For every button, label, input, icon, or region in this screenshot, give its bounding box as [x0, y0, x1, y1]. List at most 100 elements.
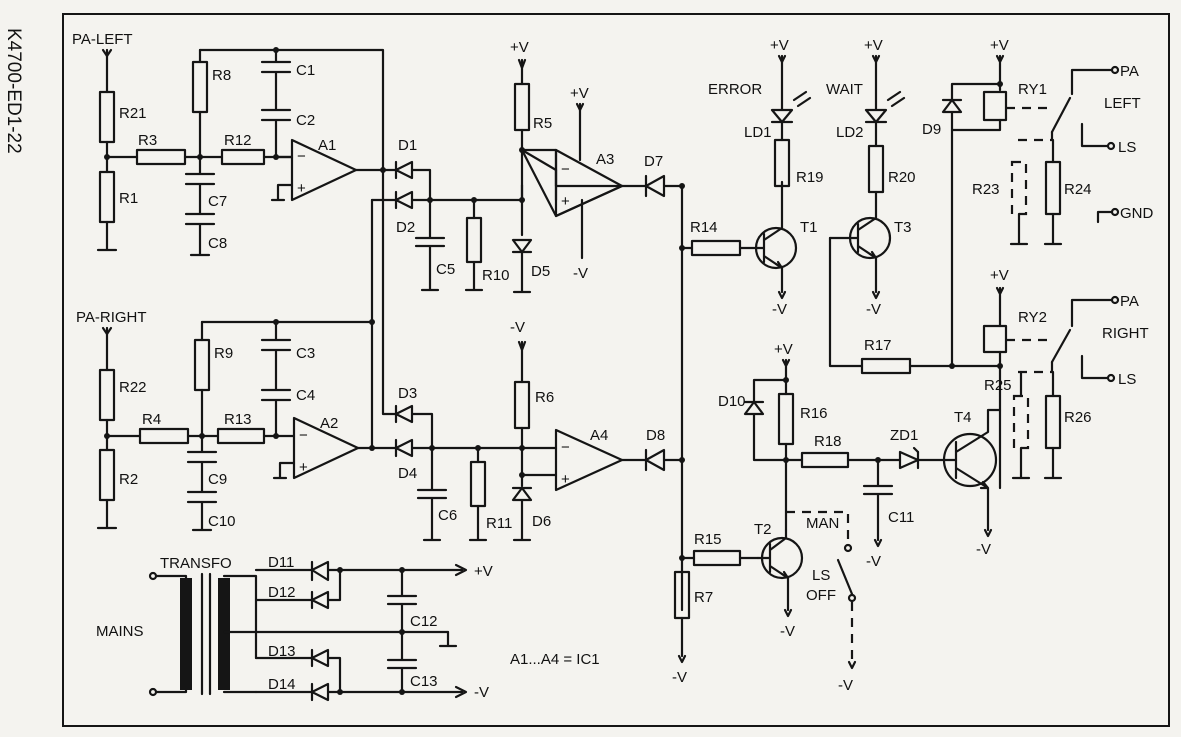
opamp-A2: − + A2	[272, 415, 398, 480]
C11-label: C11	[888, 509, 914, 526]
svg-text:−: −	[561, 439, 570, 456]
ls-right-label: LS	[1118, 371, 1136, 388]
transfo-label: TRANSFO	[160, 555, 232, 572]
svg-text:−: −	[297, 148, 306, 165]
C8-label: C8	[208, 235, 227, 252]
neg-label-r7: -V	[672, 669, 687, 686]
R17-label: R17	[864, 337, 892, 354]
pos-label-ld2: +V	[864, 37, 883, 54]
C10-label: C10	[208, 513, 236, 530]
D8-label: D8	[646, 427, 665, 444]
D1-label: D1	[398, 137, 417, 154]
opamp-A3: +V − + +V -V A3 R5 D5 D7	[510, 39, 685, 612]
R21-label: R21	[119, 105, 147, 122]
R8-label: R8	[212, 67, 231, 84]
R26-label: R26	[1064, 409, 1092, 426]
delay-and-driver: +V R16 D10 R18 C11 -V ZD1 T4 -V R15 T2 -…	[680, 341, 1002, 694]
relay-RY2: +V RY2 PA RIGHT LS R25 R26	[950, 267, 1149, 490]
LD1-label: LD1	[744, 124, 772, 141]
mains-label: MAINS	[96, 623, 144, 640]
neg-label-switch: -V	[838, 677, 853, 694]
D2-label: D2	[396, 219, 415, 236]
R20-label: R20	[888, 169, 916, 186]
ZD1-label: ZD1	[890, 427, 918, 444]
R10-label: R10	[482, 267, 510, 284]
pos-label-ld1: +V	[770, 37, 789, 54]
R16-label: R16	[800, 405, 828, 422]
gnd-label: GND	[1120, 205, 1154, 222]
R19-label: R19	[796, 169, 824, 186]
pa-right-label: PA-RIGHT	[76, 309, 147, 326]
neg-label-t3: -V	[866, 301, 881, 318]
power-supply: TRANSFO MAINS D11 D12 D13 D14 C12 C13 +V…	[96, 554, 493, 702]
R14-label: R14	[690, 219, 718, 236]
D13-label: D13	[268, 643, 296, 660]
drawing-frame	[62, 13, 1170, 727]
wait-label: WAIT	[826, 81, 863, 98]
RY2-label: RY2	[1018, 309, 1047, 326]
C1-label: C1	[296, 62, 315, 79]
R11-label: R11	[486, 515, 512, 532]
wait-indicator: T3 -V R20 WAIT LD2 +V R17	[826, 37, 954, 375]
error-indicator: R14 T1 -V R19 ERROR LD1 +V	[680, 37, 824, 318]
D11-label: D11	[268, 554, 294, 571]
svg-text:+: +	[297, 180, 306, 197]
ls-switch-label: LS	[812, 567, 830, 584]
neg-label-psu: -V	[474, 684, 489, 701]
D4-label: D4	[398, 465, 417, 482]
pa-left-label: PA-LEFT	[72, 31, 133, 48]
relay-RY1: +V D9 RY1 PA LEFT LS R23 R24 GND	[922, 37, 1154, 369]
T4-label: T4	[954, 409, 972, 426]
opamp-A4: -V − + A4 R6 D6 D8	[510, 319, 685, 542]
T2-label: T2	[754, 521, 772, 538]
R1-label: R1	[119, 190, 138, 207]
T3-label: T3	[894, 219, 912, 236]
RY1-label: RY1	[1018, 81, 1047, 98]
C4-label: C4	[296, 387, 315, 404]
neg-label-a3: -V	[573, 265, 588, 282]
pos-label-ry2: +V	[990, 267, 1009, 284]
D5-label: D5	[531, 263, 550, 280]
C2-label: C2	[296, 112, 315, 129]
D6-label: D6	[532, 513, 551, 530]
man-label: MAN	[806, 515, 839, 532]
R12-label: R12	[224, 132, 252, 149]
R23-label: R23	[972, 181, 1000, 198]
R6-label: R6	[535, 389, 554, 406]
neg-label-t4: -V	[976, 541, 991, 558]
pa-right-out-label: PA	[1120, 293, 1139, 310]
D14-label: D14	[268, 676, 296, 693]
D10-label: D10	[718, 393, 746, 410]
D3-label: D3	[398, 385, 417, 402]
T1-label: T1	[800, 219, 818, 236]
D7-label: D7	[644, 153, 663, 170]
R24-label: R24	[1064, 181, 1092, 198]
LD2-label: LD2	[836, 124, 864, 141]
error-label: ERROR	[708, 81, 762, 98]
R18-label: R18	[814, 433, 842, 450]
neg-label-t1: -V	[772, 301, 787, 318]
pos-label-a3b: +V	[570, 85, 589, 102]
svg-text:+: +	[561, 471, 570, 488]
D12-label: D12	[268, 584, 296, 601]
R2-label: R2	[119, 471, 138, 488]
R4-label: R4	[142, 411, 161, 428]
C5-label: C5	[436, 261, 455, 278]
ic-note: A1...A4 = IC1	[510, 651, 600, 668]
R7-label: R7	[694, 589, 713, 606]
R22-label: R22	[119, 379, 147, 396]
R13-label: R13	[224, 411, 252, 428]
left-label: LEFT	[1104, 95, 1141, 112]
C13-label: C13	[410, 673, 438, 690]
svg-text:−: −	[299, 427, 308, 444]
pa-left-out-label: PA	[1120, 63, 1139, 80]
drawing-code: K4700-ED1-22	[3, 28, 24, 154]
svg-text:+: +	[561, 193, 570, 210]
A1-label: A1	[318, 137, 336, 154]
R15-label: R15	[694, 531, 722, 548]
left-rectifier: D1 D2 C5 R10	[370, 137, 524, 450]
neg-label-t2: -V	[780, 623, 795, 640]
right-input-network: PA-RIGHT R22 R2 R4 R9 R13 C3 C4 C9 C10	[76, 309, 375, 532]
R5-label: R5	[533, 115, 552, 132]
